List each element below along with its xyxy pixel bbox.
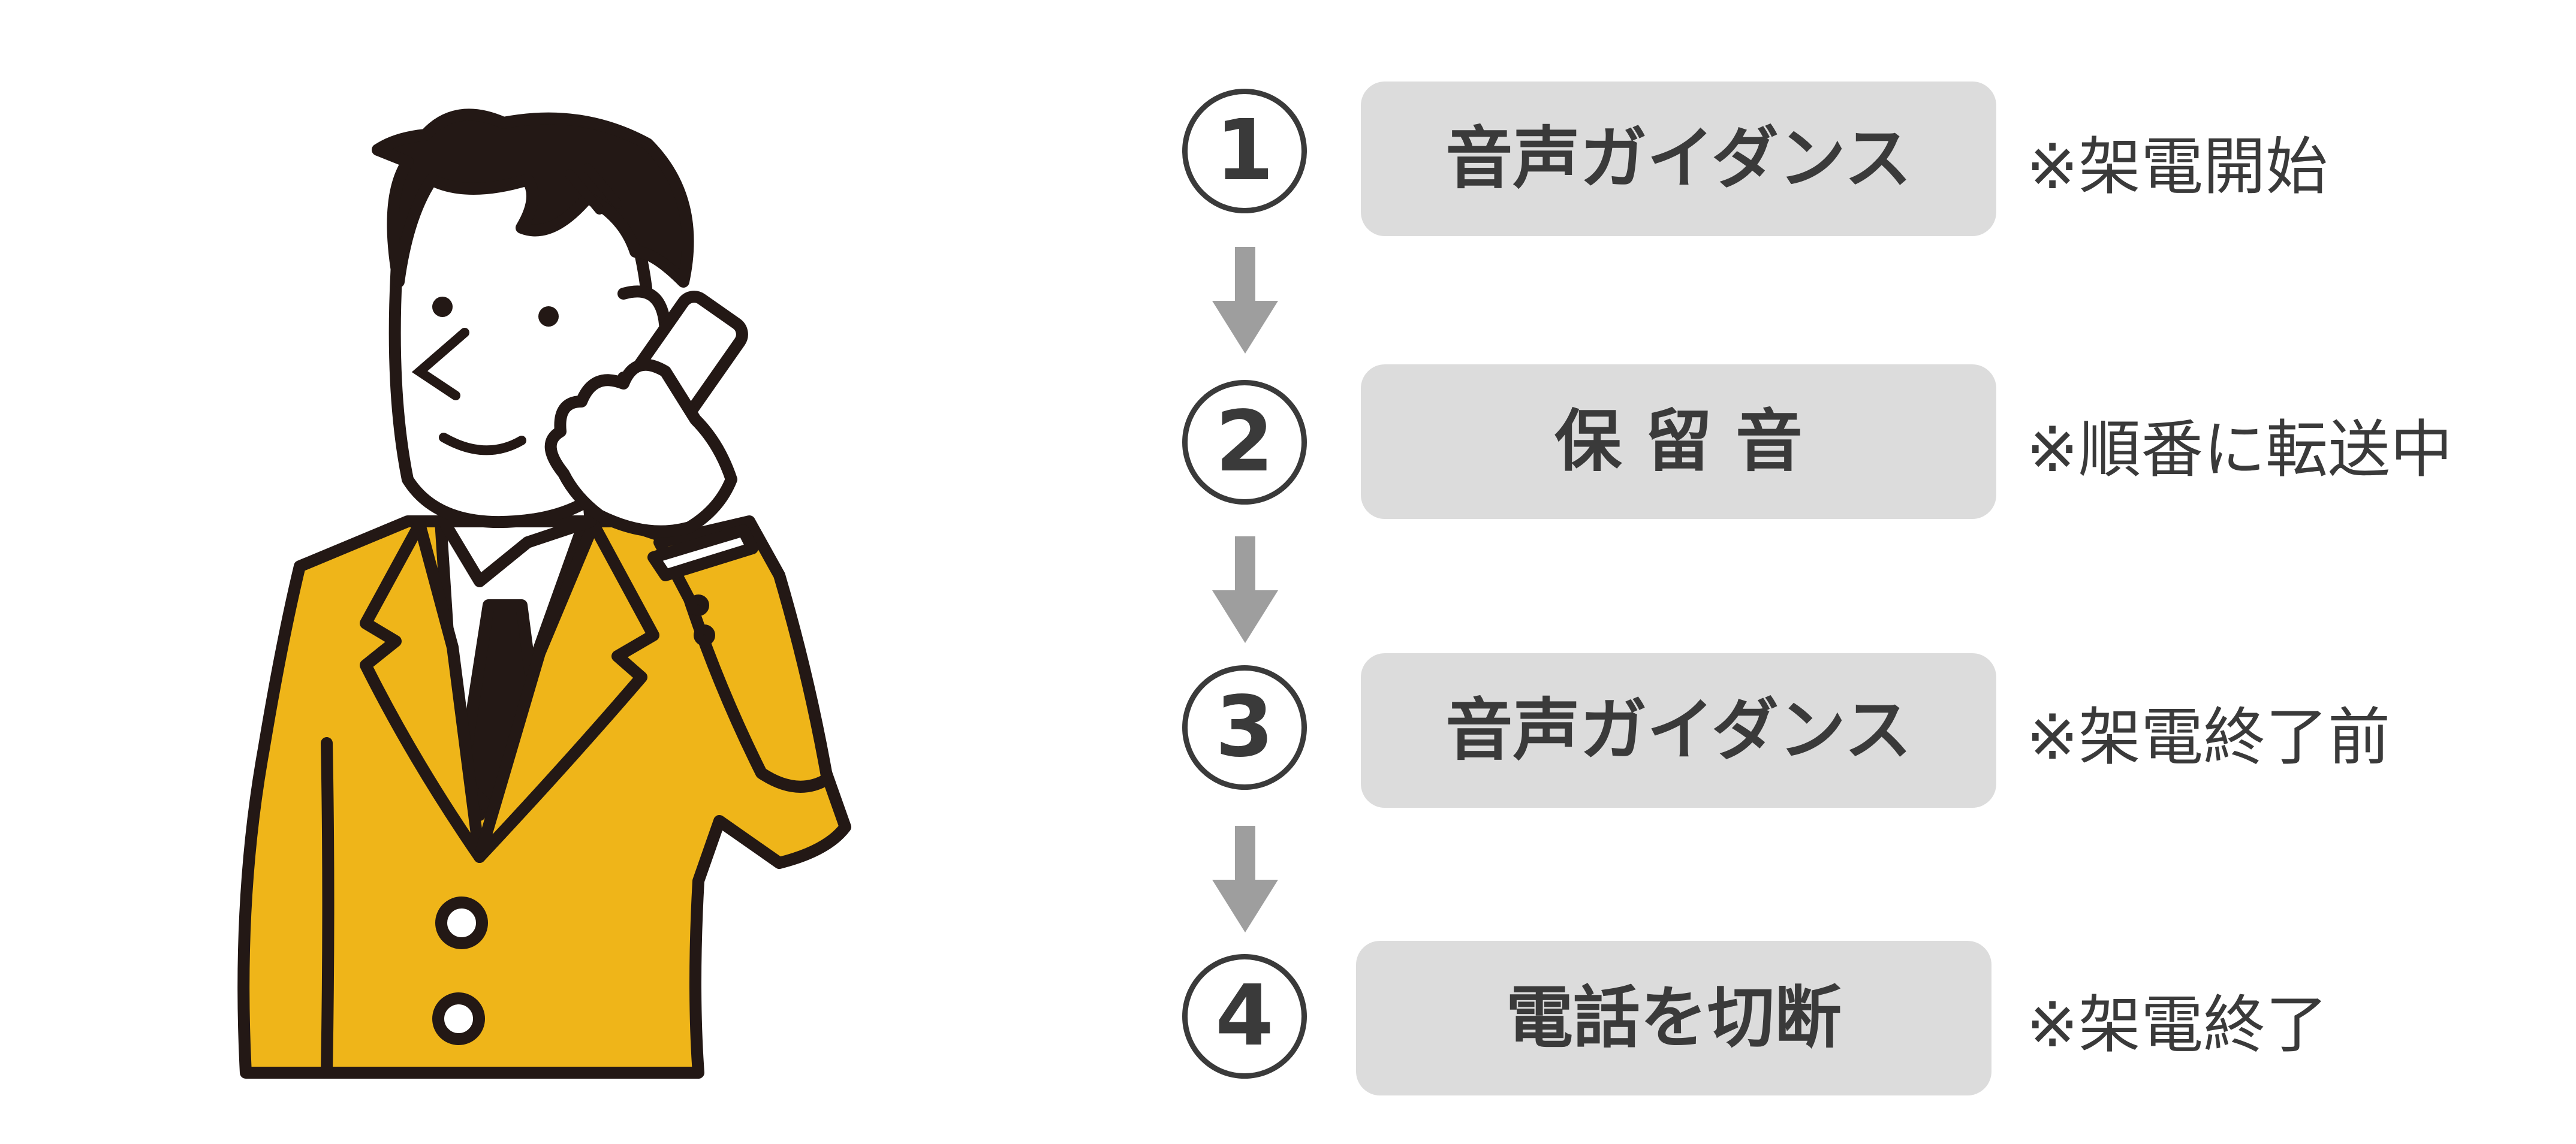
raised-arm [653, 515, 833, 793]
lapel-left [360, 518, 486, 863]
step-4-note: ※架電終了 [2026, 988, 2328, 1061]
down-arrow-icon [1212, 247, 1278, 354]
step-3-number: 3 [1182, 665, 1307, 790]
businessman-illustration [237, 108, 851, 1079]
step-3-label: 音声ガイダンス [1361, 653, 1996, 808]
step-3-note: ※架電終了前 [2026, 701, 2391, 774]
step-4-number: 4 [1182, 954, 1307, 1079]
step-2-number: 2 [1182, 380, 1307, 505]
step-4-label: 電話を切断 [1356, 941, 1991, 1095]
down-arrow-icon [1212, 826, 1278, 932]
step-2-note: ※順番に転送中 [2026, 413, 2453, 486]
hair [372, 108, 694, 288]
step-2-label: 保 留 音 [1361, 364, 1996, 519]
lapel-right [474, 518, 659, 863]
down-arrow-icon [1212, 536, 1278, 643]
suit-button-bottom [432, 992, 485, 1045]
step-1-label: 音声ガイダンス [1361, 82, 1996, 236]
suit-button-top [435, 897, 488, 949]
step-1-note: ※架電開始 [2026, 130, 2328, 203]
hand [544, 358, 737, 538]
step-1-number: 1 [1182, 89, 1307, 213]
